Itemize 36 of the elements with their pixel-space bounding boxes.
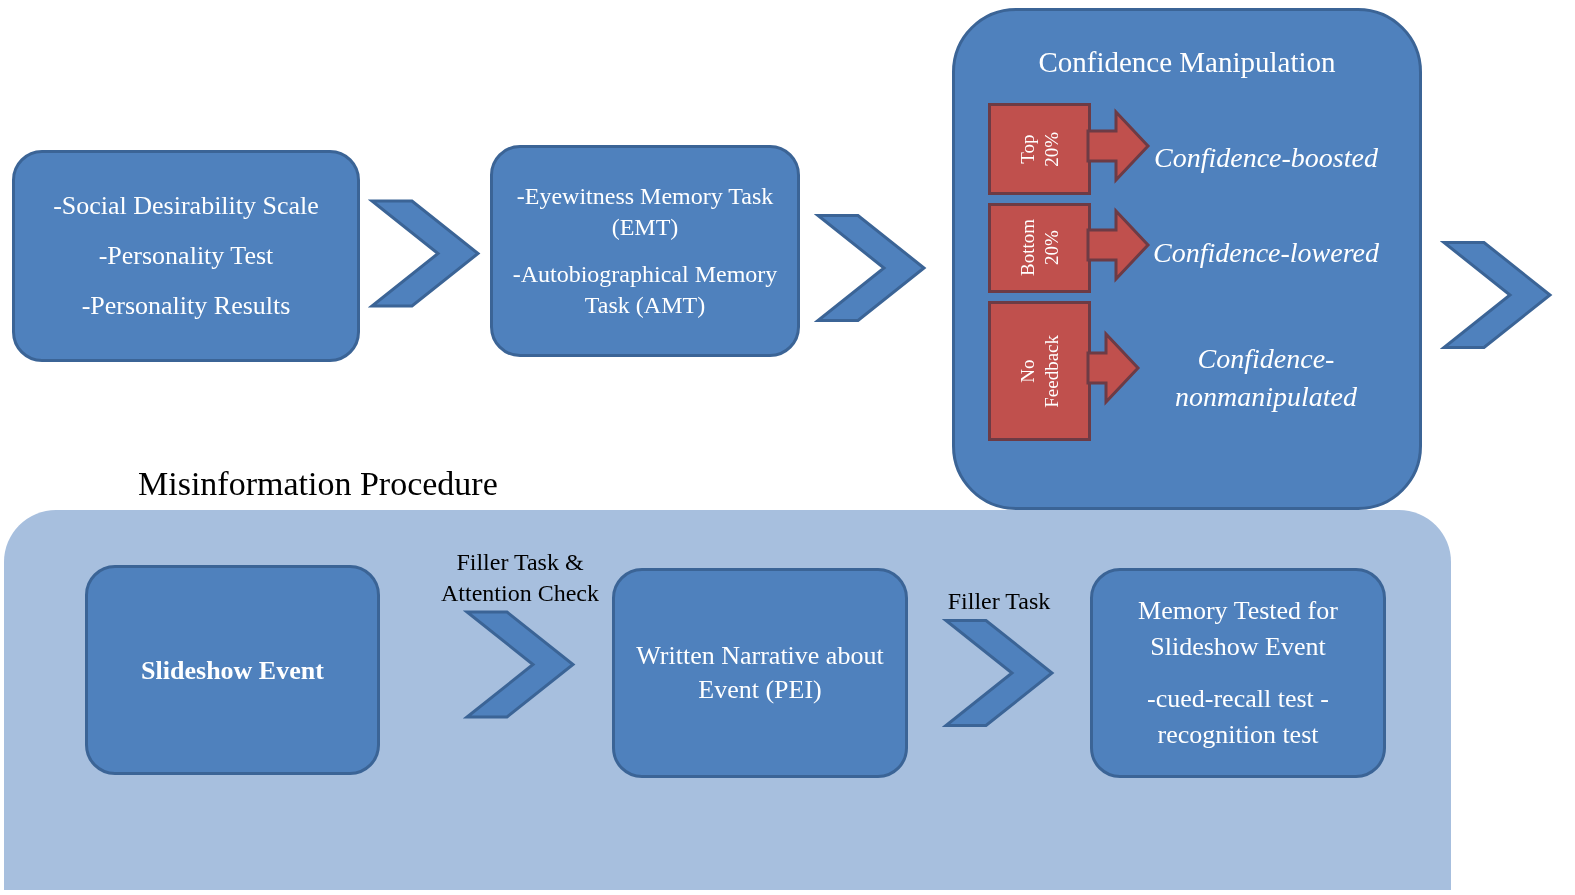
process-box (85, 565, 380, 775)
edge-label: Filler Task (946, 587, 1052, 616)
category-label: Bottom 20% (1015, 219, 1063, 277)
group-box (952, 8, 1422, 510)
process-box (612, 568, 908, 778)
block-arrow (1086, 108, 1151, 184)
category-label: Top 20% (1015, 131, 1063, 167)
box-text: Slideshow Event (141, 654, 324, 687)
category-box (988, 103, 1091, 195)
chevron-arrow (367, 199, 481, 308)
chevron-arrow (941, 619, 1055, 727)
outcome-label: Confidence-nonmanipulated (1174, 342, 1358, 414)
category-label: No Feedback (1015, 334, 1063, 408)
process-box (12, 150, 360, 362)
chevron-arrow (813, 214, 927, 322)
outcome-label: Confidence-boosted (1154, 141, 1378, 175)
block-arrow (1086, 330, 1141, 406)
category-box (988, 301, 1091, 441)
box-text: -Personality Test (98, 240, 274, 272)
box-text: -Social Desirability Scale (53, 190, 319, 222)
box-text: Memory Tested for Slideshow Event (1137, 595, 1339, 663)
box-text: -Autobiographical Memory Task (AMT) (511, 260, 779, 320)
group-title: Confidence Manipulation (1037, 45, 1337, 80)
chevron-arrow (462, 610, 576, 719)
box-text: -cued-recall test -recognition test (1146, 683, 1330, 751)
block-arrow (1086, 207, 1151, 283)
category-box (988, 203, 1091, 293)
chevron-arrow (1439, 241, 1553, 349)
box-text: -Personality Results (81, 290, 291, 322)
process-box (490, 145, 800, 357)
process-box (1090, 568, 1386, 778)
edge-label: Filler Task & Attention Check (440, 547, 600, 608)
box-text: Written Narrative about Event (PEI) (635, 640, 885, 706)
box-text: -Eyewitness Memory Task (EMT) (515, 182, 775, 242)
outcome-label: Confidence-lowered (1153, 236, 1379, 270)
section-heading: Misinformation Procedure (138, 464, 498, 504)
